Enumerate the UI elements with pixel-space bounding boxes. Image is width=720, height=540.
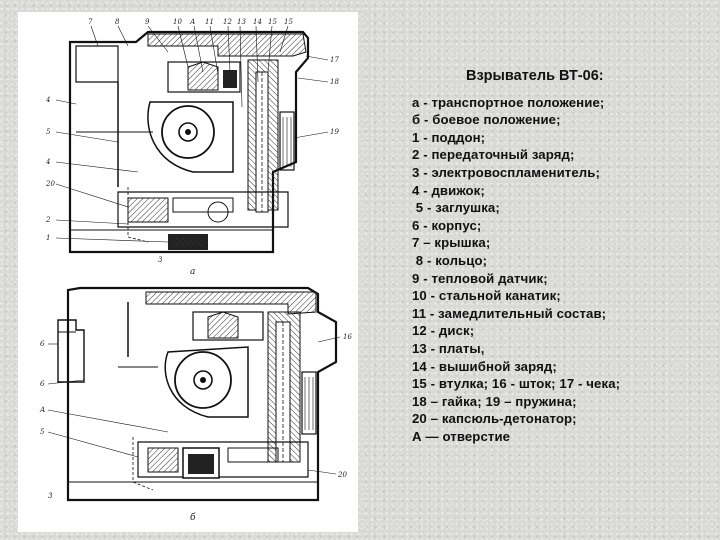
legend-item: б - боевое положение; <box>412 112 561 128</box>
label-3b: 3 <box>48 492 53 500</box>
label-14: 14 <box>253 18 262 26</box>
legend-item: 14 - вышибной заряд; <box>412 358 557 374</box>
label-16: 16 <box>343 333 352 341</box>
legend-item: 15 - втулка; 16 - шток; 17 - чека; <box>412 376 621 392</box>
label-15: 15 <box>268 18 277 26</box>
top-view-labels: 7 8 9 10 А 11 12 13 14 15 15 17 18 19 4 … <box>45 18 339 277</box>
legend-item: 4 - движок; <box>412 182 485 198</box>
transport-position-view <box>55 25 329 254</box>
fuze-cross-section-svg: 7 8 9 10 А 11 12 13 14 15 15 17 18 19 4 … <box>39 18 352 523</box>
legend-item: 10 - стальной канатик; <box>412 288 561 304</box>
label-6: 6 <box>40 340 45 348</box>
legend-item: 7 – крышка; <box>412 235 491 251</box>
legend-item: 6 - корпус; <box>412 217 482 233</box>
label-15b: 15 <box>284 18 293 26</box>
legend-item: 18 – гайка; 19 – пружина; <box>412 393 577 409</box>
caption-title: Взрыватель ВТ-06: <box>466 68 604 84</box>
label-12: 12 <box>223 18 232 26</box>
label-18: 18 <box>330 78 339 86</box>
label-7: 7 <box>88 18 93 26</box>
label-6b: 6 <box>40 380 45 388</box>
label-10: 10 <box>173 18 182 26</box>
legend-item: 13 - платы, <box>412 340 485 356</box>
legend-item: 1 - поддон; <box>412 129 486 145</box>
caption-panel: Взрыватель ВТ-06: а - транспортное полож… <box>412 68 712 445</box>
label-8: 8 <box>115 18 120 26</box>
label-5b: 5 <box>40 428 45 436</box>
legend-item: 9 - тепловой датчик; <box>412 270 548 286</box>
legend-item: 20 – капсюль-детонатор; <box>412 411 577 427</box>
label-17: 17 <box>330 56 339 64</box>
legend-item: 12 - диск; <box>412 323 475 339</box>
label-20b: 20 <box>337 471 347 479</box>
legend-item: 2 - передаточный заряд; <box>412 147 575 163</box>
label-a-hole: А <box>189 18 195 26</box>
legend-item: а - транспортное положение; <box>412 94 605 110</box>
label-5: 5 <box>46 128 51 136</box>
bottom-view-labels: 6 6 А 5 16 20 3 б <box>39 333 352 523</box>
label-3: 3 <box>158 256 163 264</box>
label-a-hole-b: А <box>39 406 45 414</box>
label-1: 1 <box>46 234 50 242</box>
technical-drawing: 7 8 9 10 А 11 12 13 14 15 15 17 18 19 4 … <box>18 12 358 532</box>
legend-item: 8 - кольцо; <box>412 252 488 268</box>
legend-item: 5 - заглушка; <box>412 200 500 216</box>
legend-item: 11 - замедлительный состав; <box>412 305 607 321</box>
label-19: 19 <box>330 128 339 136</box>
label-4b: 4 <box>45 158 50 166</box>
label-2: 2 <box>45 216 51 224</box>
legend-item: 3 - электровоспламенитель; <box>412 164 600 180</box>
view-label-b: б <box>190 512 196 523</box>
label-20: 20 <box>45 180 55 188</box>
label-11: 11 <box>205 18 214 26</box>
label-9: 9 <box>145 18 150 26</box>
combat-position-view <box>47 286 341 502</box>
label-4: 4 <box>45 96 50 104</box>
legend-item: А — отверстие <box>412 428 511 444</box>
view-label-a: а <box>190 267 195 277</box>
label-13: 13 <box>237 18 246 26</box>
